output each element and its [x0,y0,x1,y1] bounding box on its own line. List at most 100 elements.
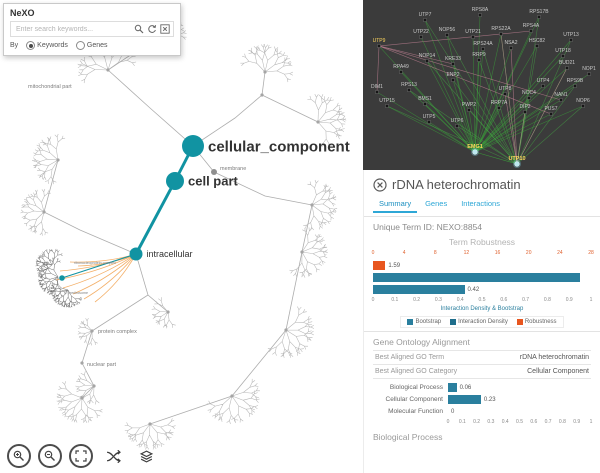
bottom-axis-label: Interaction Density & Bootstrap [440,306,524,312]
gene-node-RPS13[interactable]: RPS13 [401,82,417,92]
axis-tick: 0.4 [501,419,509,425]
circle [182,135,204,157]
tree-label[interactable]: preribosome [68,291,88,295]
rect [427,120,431,124]
tab-genes[interactable]: Genes [425,199,448,208]
axis-tick: 4 [402,250,406,256]
search-icon[interactable] [134,24,144,34]
section-term-robustness: Term Robustness [448,237,516,247]
bar-robustness[interactable]: 1.59 [373,261,591,270]
paths-button[interactable] [100,444,126,468]
gene-node-UTP18[interactable]: UTP18 [555,48,571,58]
gene-node-PWP2[interactable]: PWP2 [462,102,476,112]
gene-node-DIP2[interactable]: DIP2 [519,104,531,114]
tab-summary[interactable]: Summary [373,197,418,213]
gene-node-PUS7[interactable]: PUS7 [544,106,558,116]
bar-bootstrap[interactable] [373,273,591,282]
gene-node-RPS9B[interactable]: RPS9B [567,78,584,88]
radio-genes[interactable]: Genes [75,41,108,50]
gene-node-ENP2[interactable]: ENP2 [446,72,460,82]
axis-tick: 8 [433,250,437,256]
gene-node-HSC82[interactable]: HSC82 [529,38,545,48]
gene-node-NSA2[interactable]: NSA2 [504,40,518,50]
line [50,456,55,461]
gene-node-NAN1[interactable]: NAN1 [554,92,568,102]
bar-interaction-density[interactable]: 0.42 [373,285,591,294]
tree-label[interactable]: nuclear part [87,362,117,368]
fit-to-screen-button[interactable] [69,444,93,468]
span: Bootstrap [415,319,442,325]
gene-node-DIM1[interactable]: DIM1 [371,84,383,94]
zoom-out-button[interactable] [38,444,62,468]
tree-label[interactable]: ribonucleoprotein complex [74,261,116,265]
gene-node-UTP15[interactable]: UTP15 [379,98,395,108]
gene-node-NOP56[interactable]: NOP56 [439,27,456,37]
membrane-node[interactable] [211,169,217,175]
gene-node-BMS1[interactable]: BMS1 [418,96,432,106]
div-go-bar [448,383,457,392]
gene-node-UTP7[interactable]: UTP7 [419,12,432,22]
rect [569,38,573,42]
axis-tick: 0 [446,419,450,425]
ontology-tree-canvas[interactable]: mitochondrial part membrane protein comple… [0,0,363,473]
clear-icon[interactable] [160,24,170,34]
tree-node-cellular_component[interactable]: cellular_component [182,135,350,157]
gene-node-EMG1[interactable]: EMG1 [467,144,483,156]
ontology-tree-panel[interactable]: mitochondrial part membrane protein comple… [0,0,363,473]
gene-node-UTP8[interactable]: UTP8 [499,86,512,96]
reset-icon[interactable] [147,24,157,34]
gene-network-panel[interactable]: UTP7 RPS8A RPS17B RPS4A RPS22A UTP21 NOP56 UTP2… [363,0,600,170]
cluster-node[interactable] [59,275,65,281]
gene-node-BUD21[interactable]: BUD21 [559,60,575,70]
gene-node-RPS22A[interactable]: RPS22A [491,26,511,36]
go-category-label: Cellular Component [385,396,443,403]
divider [364,216,600,217]
gene-node-UTP22[interactable]: UTP22 [413,29,429,39]
gene-node-RPS4A[interactable]: RPS4A [523,23,540,33]
gene-node-KRE33[interactable]: KRE33 [445,56,461,66]
line [426,60,476,153]
gene-node-UTP9[interactable]: UTP9 [373,38,386,48]
rect [423,18,427,22]
section-go-alignment: Gene Ontology Alignment [373,337,470,347]
rect [478,13,482,17]
gene-node-NOP14[interactable]: NOP14 [419,53,436,63]
gene-node-UTP21[interactable]: UTP21 [465,29,481,39]
gene-network-canvas[interactable]: UTP7 RPS8A RPS17B RPS4A RPS22A UTP21 NOP56 UTP2… [363,0,600,170]
search-input[interactable] [14,24,131,34]
gene-node-RPS8A[interactable]: RPS8A [472,7,489,17]
gene-node-UTP10[interactable]: UTP10 [508,156,526,168]
gene-node-RRP9[interactable]: RRP9 [472,52,486,62]
tree-node-cell-part[interactable]: cell part [166,172,239,190]
gene-node-UTP5[interactable]: UTP5 [423,114,436,124]
close-icon[interactable] [373,177,387,192]
radio-genes-control[interactable] [75,41,85,50]
rect [503,92,507,96]
layers-button[interactable] [133,444,159,468]
gene-node-RPA49[interactable]: RPA49 [393,64,409,74]
tree-node-intracellular[interactable]: intracellular [129,247,193,261]
circle [230,394,234,398]
radio-keywords[interactable]: Keywords [26,41,68,50]
gene-node-RRP7A[interactable]: RRP7A [491,100,508,110]
radio-keywords-control[interactable] [26,41,36,50]
circle [129,247,143,261]
tab-interactions[interactable]: Interactions [461,199,500,208]
zoom-in-button[interactable] [7,444,31,468]
tree-label[interactable]: membrane [220,166,246,172]
gene-node-UTP4[interactable]: UTP4 [537,78,550,88]
gene-node-NOC4[interactable]: NOC4 [522,90,536,100]
gene-node-RPS24A[interactable]: RPS24A [473,41,493,51]
gene-node-NOP1[interactable]: NOP1 [582,66,596,76]
tree-label[interactable]: protein complex [98,329,137,335]
gene-node-RPS17B[interactable]: RPS17B [529,9,549,19]
gene-node-NOP6[interactable]: NOP6 [576,98,590,108]
line [516,105,584,165]
tree-label[interactable]: mitochondrial part [28,84,72,90]
gene-node-UTP6[interactable]: UTP6 [451,118,464,128]
gene-node-UTP13[interactable]: UTP13 [563,32,579,42]
divider [364,331,600,332]
